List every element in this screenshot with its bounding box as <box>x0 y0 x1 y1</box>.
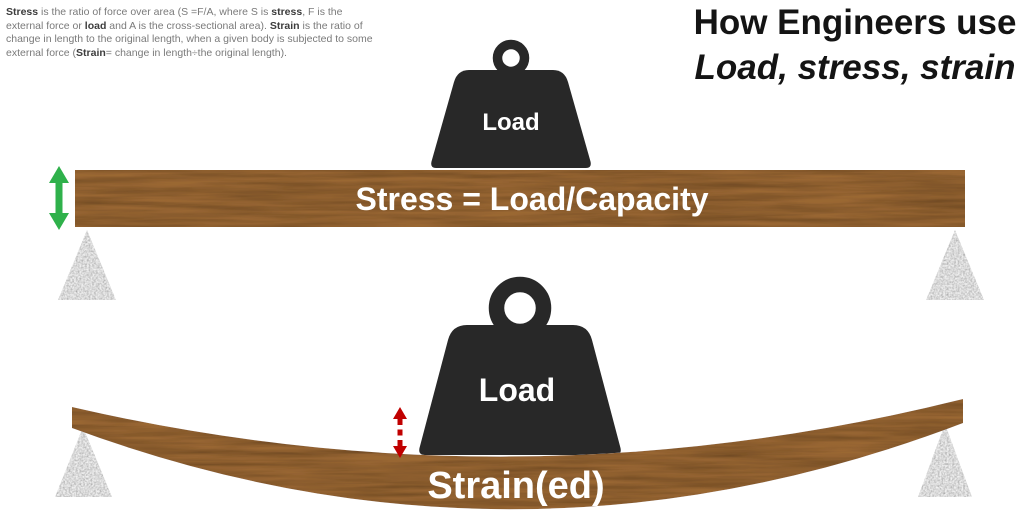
granite-support-left-icon <box>55 427 112 497</box>
definition-segment: and A is the cross-sectional area). <box>106 19 270 32</box>
granite-support-right-icon <box>918 424 972 497</box>
load-weight-icon <box>431 70 591 168</box>
definition-bold-term: Stress <box>6 6 39 18</box>
arrowhead-down <box>393 446 407 458</box>
title-line2: Load, stress, strain <box>694 48 1016 87</box>
stress-diagram: Load Stress = Load/Capacity <box>49 39 984 300</box>
wood-beam-straight <box>75 170 965 227</box>
definition-bold-term: stress <box>271 6 303 18</box>
strain-diagram: Load Strain(ed) <box>55 276 972 510</box>
definition-bold-term: Strain <box>269 19 300 32</box>
arrowhead-up <box>393 407 407 419</box>
definition-segment: is the ratio of change in length to the … <box>6 19 373 59</box>
load-label-top: Load <box>482 109 539 136</box>
red-dashed-double-arrow-icon <box>393 407 407 458</box>
wood-beam-bent <box>72 399 963 510</box>
granite-support-right-icon <box>926 230 984 300</box>
granite-support-left-icon <box>58 230 116 300</box>
definition-segment: = change in length÷the original length). <box>105 46 287 59</box>
green-double-arrow-icon <box>49 166 69 230</box>
title-line1: How Engineers use <box>693 3 1017 42</box>
load-weight-handle-icon <box>492 39 530 77</box>
load-weight-handle-icon <box>488 276 552 340</box>
slide-title: How Engineers use Load, stress, strain <box>688 0 1022 90</box>
definition-segment: , F is the external force or <box>6 6 343 32</box>
load-label-bottom: Load <box>479 372 555 408</box>
stress-beam-label: Stress = Load/Capacity <box>355 181 708 217</box>
definition-segment: is the ratio of force over area (S =F/A,… <box>38 6 272 18</box>
load-weight-icon <box>419 325 621 455</box>
definition-bold-term: Strain <box>76 46 106 59</box>
definition-text: Stress is the ratio of force over area (… <box>6 6 378 61</box>
strain-beam-label: Strain(ed) <box>427 465 604 507</box>
definition-bold-term: load <box>84 19 107 32</box>
